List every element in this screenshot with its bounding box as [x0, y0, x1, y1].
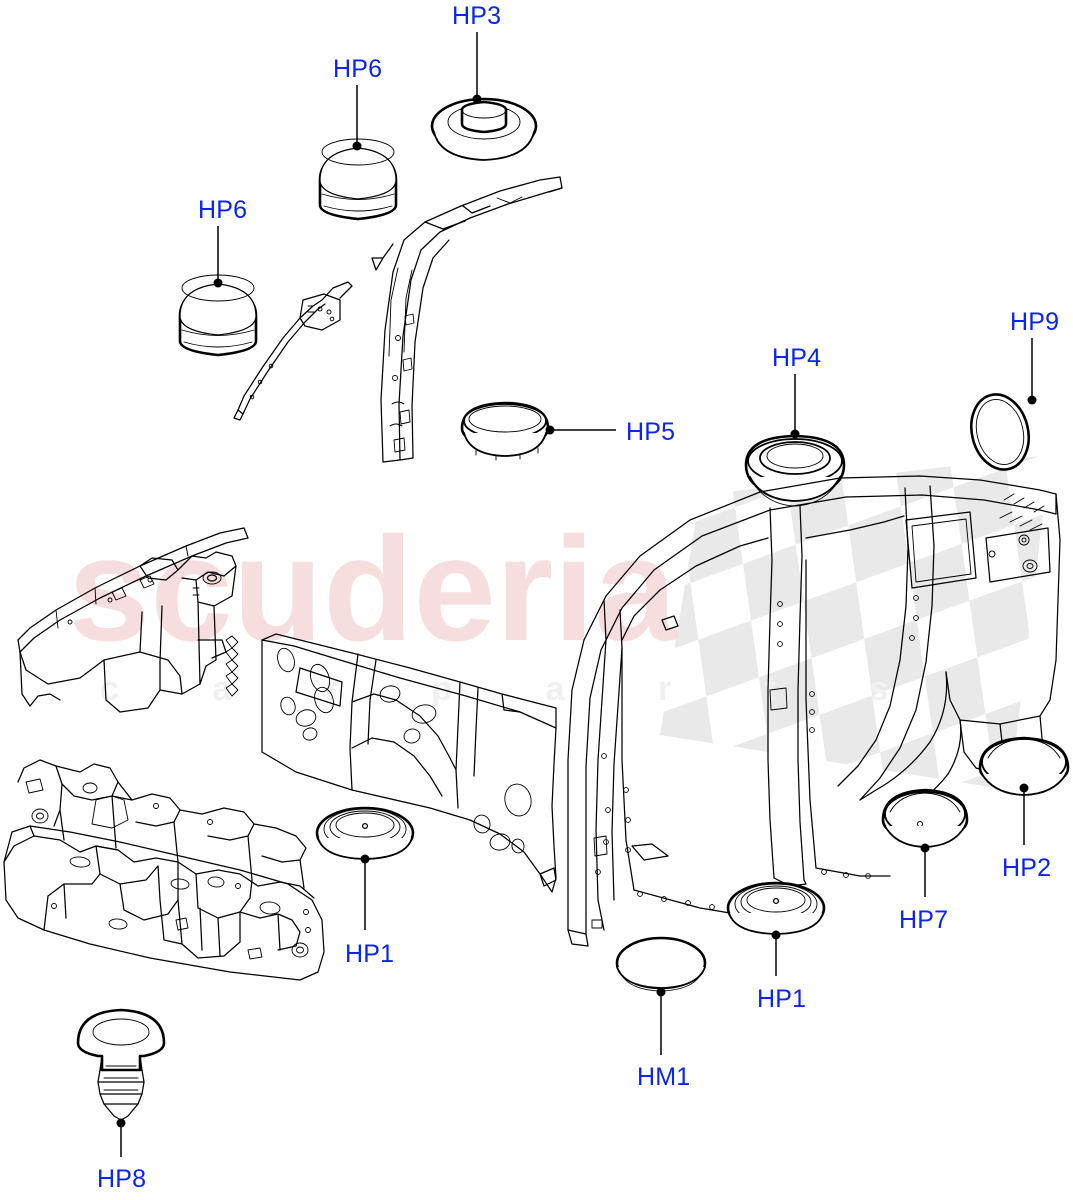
leader-dot-hp7	[920, 843, 930, 853]
part-dash-panel	[261, 633, 557, 893]
part-hp2-domed-plug	[978, 736, 1070, 796]
part-hm1-flat-disc	[615, 936, 707, 992]
leader-dot-hp2	[1019, 783, 1029, 793]
callout-label-hp6-left[interactable]: HP6	[198, 196, 248, 224]
watermark-carparts: c a r p a r t s	[100, 670, 930, 708]
part-hp5-oval-plug	[460, 401, 550, 461]
callout-label-hp8[interactable]: HP8	[97, 1165, 147, 1193]
checkered-flag-watermark	[660, 455, 1050, 790]
callout-label-hp7[interactable]: HP7	[899, 906, 949, 934]
leader-dot-hp1-right	[771, 930, 781, 940]
watermark-scuderia: scuderia	[68, 507, 678, 672]
leader-dot-hp9	[1027, 395, 1037, 405]
callout-label-hp1-right[interactable]: HP1	[757, 985, 807, 1013]
part-front-end-carrier	[3, 759, 325, 981]
leader-dot-hp3	[472, 94, 482, 104]
leader-dot-hp8	[116, 1118, 126, 1128]
part-hp1-plug-right	[726, 881, 826, 935]
callout-label-hp6-top[interactable]: HP6	[333, 55, 383, 83]
callout-label-hp3[interactable]: HP3	[452, 2, 502, 30]
leader-dot-hp4	[790, 429, 800, 439]
part-a-pillar-reinforcement	[371, 176, 563, 463]
callout-label-hp5[interactable]: HP5	[626, 418, 676, 446]
part-hp7-domed-plug	[881, 788, 969, 848]
callout-label-hp9[interactable]: HP9	[1010, 308, 1060, 336]
leader-dot-hp1-left	[360, 854, 370, 864]
part-windscreen-side-rail	[233, 281, 353, 421]
leader-dot-hp6-top	[352, 141, 362, 151]
leader-dot-hp6-left	[213, 278, 223, 288]
part-hp1-plug-left	[315, 806, 415, 860]
leader-lines	[116, 32, 1037, 1157]
callout-label-hp1-left[interactable]: HP1	[345, 940, 395, 968]
callout-label-hp4[interactable]: HP4	[772, 344, 822, 372]
part-hp9-o-ring	[970, 393, 1030, 471]
part-hp8-push-clip	[76, 1008, 166, 1121]
callout-label-hm1[interactable]: HM1	[637, 1063, 691, 1091]
part-upper-frame-rail	[17, 527, 249, 713]
leader-dot-hm1	[656, 987, 666, 997]
watermark-layer: scuderia c a r p a r t s	[68, 455, 1050, 790]
part-hp6-grommet-top	[318, 138, 398, 221]
leader-dot-hp5	[545, 425, 555, 435]
callout-label-hp2[interactable]: HP2	[1002, 854, 1052, 882]
part-hp3-oval-grommet	[430, 97, 538, 161]
